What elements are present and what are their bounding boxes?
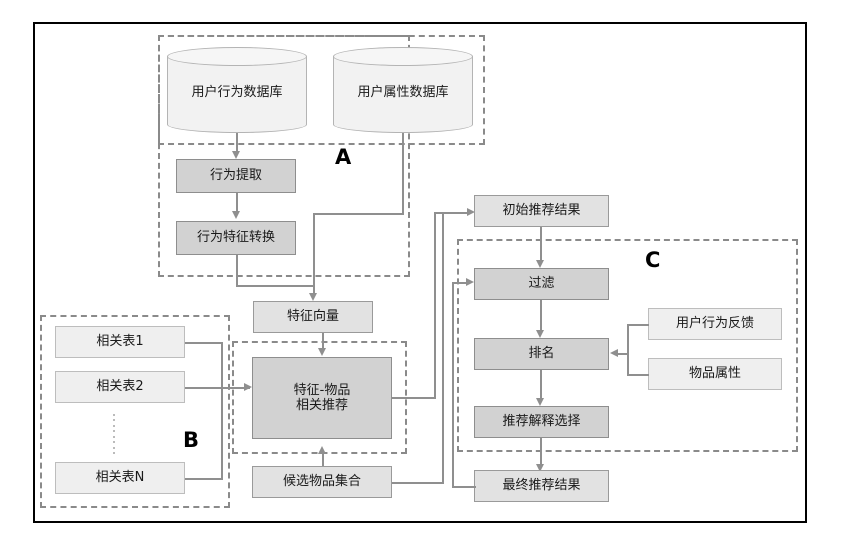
node-behavior-feature-transform: 行为特征转换 [176,221,296,255]
ellipsis-vertical-dots [112,414,116,454]
database-user-attribute: 用户属性数据库 [333,47,473,133]
node-feature-item-recommend-line2: 相关推荐 [295,398,348,413]
edge-feedback-box-left [627,324,649,326]
group-b-boundary [40,315,230,508]
edge-rel1-right [185,342,223,344]
node-candidate-item-set: 候选物品集合 [252,466,392,498]
cylinder-body [333,56,473,133]
database-user-behavior-label: 用户行为数据库 [191,84,283,100]
node-final-result-label: 最终推荐结果 [502,478,581,494]
edge-feedback-up [452,282,454,488]
group-b-label: B [183,428,200,452]
edge-candidate-bus-up [442,212,444,483]
node-relation-table-n: 相关表N [55,462,185,494]
edge-attrdb-left [313,213,403,215]
node-feature-item-recommend: 特征-物品 相关推荐 [252,357,392,439]
group-c-boundary [457,239,798,452]
edge-transform-right [236,285,313,287]
edge-recommend-right [392,397,436,399]
node-feature-vector: 特征向量 [253,301,373,333]
node-filter: 过滤 [474,268,609,300]
arrowhead-down [535,260,544,268]
edge-feedback-to-filter [452,282,468,284]
diagram-outer-frame [33,22,807,523]
edge-transform-down [236,255,238,286]
node-ranking: 排名 [474,338,609,370]
edge-final-left [452,486,476,488]
node-initial-result: 初始推荐结果 [474,195,609,227]
edge-itemattr-box-left [627,374,649,376]
edge-candidate-right [392,482,444,484]
edge-attrdb-down [402,133,404,215]
node-explain-select-label: 推荐解释选择 [502,414,581,430]
node-feature-item-recommend-line1: 特征-物品 [293,382,351,398]
node-explain-select: 推荐解释选择 [474,406,609,438]
cylinder-top [167,47,307,66]
edge-behaviordb-to-extract [236,133,238,153]
node-behavior-extract-label: 行为提取 [209,168,262,184]
node-relation-table-n-label: 相关表N [95,470,145,486]
node-ranking-label: 排名 [528,346,555,362]
node-item-attribute: 物品属性 [648,358,782,390]
node-behavior-feature-transform-label: 行为特征转换 [196,230,275,246]
node-final-result: 最终推荐结果 [474,470,609,502]
node-behavior-extract: 行为提取 [176,159,296,193]
edge-initial-to-filter [540,227,542,262]
group-a-label: A [335,145,352,169]
node-feature-vector-label: 特征向量 [286,309,339,325]
arrowhead-right [244,383,252,391]
edge-side-bus-to-ranking [618,353,628,355]
arrowhead-left [610,349,618,357]
node-relation-table-2-label: 相关表2 [96,379,144,395]
node-item-attribute-label: 物品属性 [688,366,741,382]
group-c-label: C [645,248,661,272]
arrowhead-down [231,151,240,159]
arrowhead-down [231,211,240,219]
arrowhead-right [467,208,475,216]
node-initial-result-label: 初始推荐结果 [502,203,581,219]
cylinder-top [333,47,473,66]
arrowhead-up [317,446,326,454]
node-user-behavior-feedback: 用户行为反馈 [648,308,782,340]
arrowhead-down [535,330,544,338]
edge-attrdb-to-featurevector [313,213,315,296]
arrowhead-right [466,278,474,286]
edge-extract-to-transform [236,193,238,213]
edge-reln-right [185,478,223,480]
edge-recommend-up [434,212,436,398]
arrowhead-down [308,293,317,301]
node-relation-table-2: 相关表2 [55,371,185,403]
database-user-behavior: 用户行为数据库 [167,47,307,133]
node-filter-label: 过滤 [528,276,555,292]
edge-relation-bus [221,342,223,479]
edge-side-bus [627,324,629,375]
edge-bus-to-recommend [221,387,250,389]
arrowhead-down [317,348,326,356]
edge-to-initial-result [434,212,470,214]
edge-explain-to-final [540,438,542,466]
edge-rel2-right [185,387,223,389]
node-relation-table-1-label: 相关表1 [96,334,144,350]
edge-ranking-to-explain [540,370,542,400]
arrowhead-down [535,398,544,406]
cylinder-body [167,56,307,133]
node-candidate-item-set-label: 候选物品集合 [282,474,361,490]
edge-candidate-to-recommend [322,452,324,466]
edge-filter-to-ranking [540,300,542,332]
database-user-attribute-label: 用户属性数据库 [357,84,449,100]
node-user-behavior-feedback-label: 用户行为反馈 [675,316,754,332]
node-relation-table-1: 相关表1 [55,326,185,358]
arrowhead-down [535,464,544,472]
group-a-boundary-lower [158,35,410,277]
edge-featurevector-to-recommend [322,333,324,349]
